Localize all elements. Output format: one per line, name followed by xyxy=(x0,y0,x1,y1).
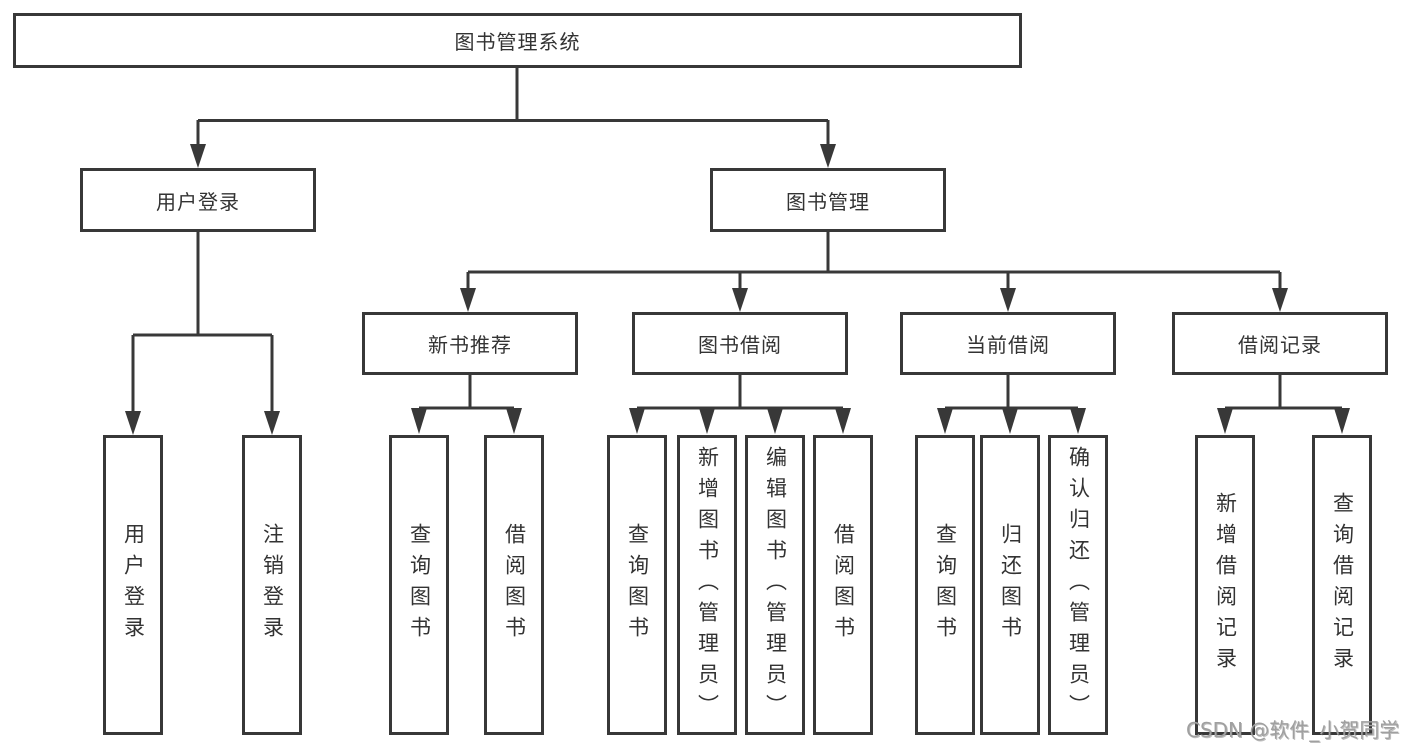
leaf-label: 注销登录 xyxy=(260,523,285,647)
leaf-current-confirm-return-admin: 确认归还（管理员） xyxy=(1048,435,1108,735)
leaf-records-query-borrow-record: 查询借阅记录 xyxy=(1312,435,1372,735)
leaf-label: 借阅图书 xyxy=(831,523,856,647)
leaf-label: 查询图书 xyxy=(407,523,432,647)
node-borrowing-records: 借阅记录 xyxy=(1172,312,1388,375)
leaf-label: 查询图书 xyxy=(625,523,650,647)
leaf-label: 归还图书 xyxy=(998,523,1023,647)
leaf-label: 查询借阅记录 xyxy=(1330,492,1355,678)
leaf-user-login: 用户登录 xyxy=(103,435,163,735)
leaf-current-return-books: 归还图书 xyxy=(980,435,1040,735)
leaf-label: 确认归还（管理员） xyxy=(1066,445,1091,725)
csdn-watermark: CSDN @软件_小贺同学 xyxy=(1186,718,1400,742)
leaf-borrowing-borrow-books: 借阅图书 xyxy=(813,435,873,735)
leaf-label: 新增图书（管理员） xyxy=(695,445,720,725)
node-book-management: 图书管理 xyxy=(710,168,946,232)
node-label: 图书管理系统 xyxy=(454,30,581,54)
leaf-recommend-borrow-books: 借阅图书 xyxy=(484,435,544,735)
leaf-label: 用户登录 xyxy=(121,523,146,647)
node-label: 图书借阅 xyxy=(698,333,782,357)
leaf-borrowing-add-books-admin: 新增图书（管理员） xyxy=(677,435,737,735)
leaf-logout: 注销登录 xyxy=(242,435,302,735)
node-library-management-system: 图书管理系统 xyxy=(13,13,1022,68)
leaf-borrowing-query-books: 查询图书 xyxy=(607,435,667,735)
leaf-label: 新增借阅记录 xyxy=(1213,492,1238,678)
leaf-label: 借阅图书 xyxy=(502,523,527,647)
node-new-book-recommendation: 新书推荐 xyxy=(362,312,578,375)
node-label: 当前借阅 xyxy=(966,333,1050,357)
leaf-label: 编辑图书（管理员） xyxy=(763,445,788,725)
leaf-recommend-query-books: 查询图书 xyxy=(389,435,449,735)
node-label: 新书推荐 xyxy=(428,333,512,357)
node-label: 用户登录 xyxy=(156,189,240,214)
leaf-records-add-borrow-record: 新增借阅记录 xyxy=(1195,435,1255,735)
leaf-current-query-books: 查询图书 xyxy=(915,435,975,735)
leaf-borrowing-edit-books-admin: 编辑图书（管理员） xyxy=(745,435,805,735)
node-current-borrowing: 当前借阅 xyxy=(900,312,1116,375)
node-book-borrowing: 图书借阅 xyxy=(632,312,848,375)
node-user-login: 用户登录 xyxy=(80,168,316,232)
node-label: 借阅记录 xyxy=(1238,333,1322,357)
node-label: 图书管理 xyxy=(786,189,870,214)
leaf-label: 查询图书 xyxy=(933,523,958,647)
